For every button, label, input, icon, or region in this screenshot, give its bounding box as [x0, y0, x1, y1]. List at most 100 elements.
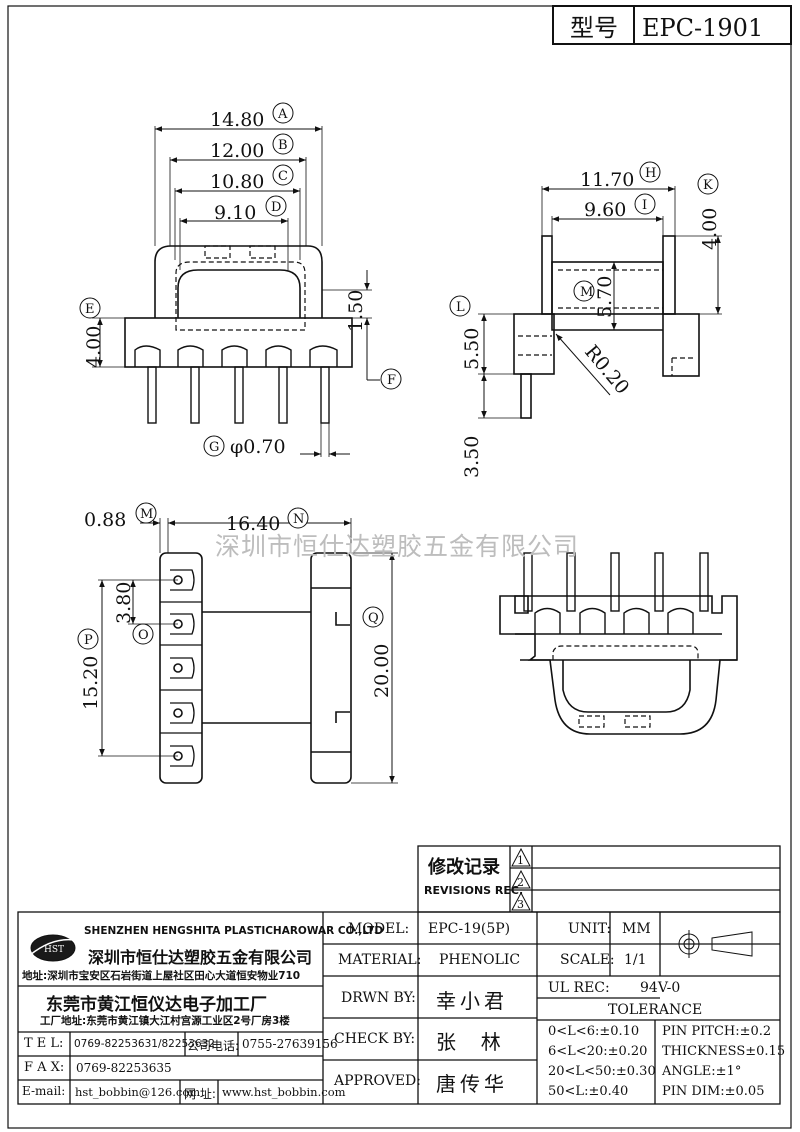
front-view-dims: 14.80 12.00 10.80 9.10 4.00 1.50 φ0.70	[83, 109, 367, 458]
marker-k: K	[697, 173, 719, 195]
rev-mark-1: 1	[517, 854, 524, 867]
dim-b: 12.00	[210, 140, 264, 162]
marker-j: M	[573, 280, 595, 302]
tolerance-label: TOLERANCE	[608, 1002, 703, 1018]
svg-text:O: O	[138, 628, 149, 643]
factory-address: 工厂地址:东莞市黄江镇大江村宫源工业区2号厂房3楼	[40, 1015, 290, 1027]
marker-l: L	[449, 295, 471, 317]
company-name-en: SHENZHEN HENGSHITA PLASTICHAROWAR CO.,LT…	[84, 925, 384, 937]
logo-text: HST	[44, 945, 64, 955]
email-label: E-mail:	[22, 1084, 66, 1098]
svg-text:D: D	[271, 200, 281, 215]
dim-f: 1.50	[345, 290, 367, 332]
dim-d: 9.10	[214, 202, 256, 224]
svg-text:B: B	[278, 138, 288, 153]
svg-text:P: P	[84, 633, 93, 648]
ul-label: UL REC:	[548, 980, 610, 996]
svg-text:Q: Q	[368, 611, 379, 626]
material-value: PHENOLIC	[439, 952, 521, 968]
dim-k: 4.00	[699, 208, 721, 250]
svg-text:F: F	[387, 373, 396, 388]
letter-markers: A B C D E F G H I M K L M N O P Q	[77, 102, 719, 650]
svg-text:M: M	[140, 507, 153, 522]
svg-text:M: M	[580, 285, 593, 300]
marker-h: H	[639, 161, 661, 183]
marker-p: P	[77, 628, 99, 650]
tolerance-row: 20<L<50:±0.30	[548, 1064, 656, 1079]
dim-m: 0.88	[84, 509, 126, 531]
revisions-title: 修改记录	[428, 857, 500, 878]
thickness: THICKNESS±0.15	[662, 1044, 786, 1059]
marker-b: B	[272, 133, 294, 155]
svg-text:E: E	[85, 302, 95, 317]
revision-marks: 1 2 3	[511, 847, 531, 911]
svg-text:L: L	[456, 300, 465, 315]
svg-text:I: I	[642, 198, 647, 213]
marker-d: D	[265, 195, 287, 217]
projection-symbol	[675, 930, 758, 958]
tolerance-row: 50<L:±0.40	[548, 1084, 629, 1099]
marker-c: C	[272, 164, 294, 186]
website-label: 网 址:	[184, 1087, 216, 1101]
marker-n: N	[287, 507, 309, 529]
pin-pitch: PIN PITCH:±0.2	[662, 1024, 772, 1039]
svg-text:N: N	[293, 512, 304, 527]
factory-name: 东莞市黄江恒仪达电子加工厂	[46, 995, 267, 1015]
dim-p: 15.20	[80, 656, 102, 710]
company-logo: HST	[29, 934, 81, 962]
rear-view	[499, 552, 738, 735]
marker-f: F	[380, 368, 402, 390]
check-label: CHECK BY:	[334, 1031, 416, 1047]
sheet-border	[7, 5, 792, 1129]
tel-label: T E L:	[24, 1036, 64, 1051]
svg-text:H: H	[645, 166, 656, 181]
dim-o: 3.80	[113, 582, 135, 624]
model-field-value: EPC-19(5P)	[428, 921, 511, 937]
watermark: 深圳市恒仕达塑胶五金有限公司	[215, 532, 580, 561]
website-value[interactable]: www.hst_bobbin.com	[222, 1085, 346, 1099]
dim-e: 4.00	[83, 326, 105, 368]
marker-q: Q	[362, 606, 384, 628]
material-label: MATERIAL:	[338, 952, 422, 968]
dim-n: 16.40	[226, 513, 280, 535]
unit-value: MM	[622, 921, 651, 937]
marker-m: M	[135, 502, 157, 524]
company-phone-value: 0755-27639156	[242, 1037, 338, 1051]
svg-text:K: K	[703, 178, 713, 193]
front-view	[92, 126, 380, 457]
title-block-grid	[17, 845, 781, 1105]
dim-h: 11.70	[580, 169, 634, 191]
rev-mark-3: 3	[517, 898, 524, 911]
svg-text:A: A	[277, 107, 288, 122]
unit-label: UNIT:	[568, 921, 612, 937]
tolerance-row: 6<L<20:±0.20	[548, 1044, 648, 1059]
header-model-box: 型号 EPC-1901	[552, 5, 792, 45]
approved-label: APPROVED:	[334, 1073, 421, 1089]
dim-j: 5.70	[594, 276, 616, 318]
approved-value: 唐传华	[436, 1072, 508, 1096]
drawn-label: DRWN BY:	[341, 990, 416, 1006]
email-value[interactable]: hst_bobbin@126.com	[75, 1085, 201, 1099]
revisions-subtitle: REVISIONS REC.	[424, 884, 524, 897]
marker-e: E	[79, 297, 101, 319]
model-value: EPC-1901	[642, 14, 763, 42]
company-address: 地址:深圳市宝安区石岩街道上屋社区田心大道恒安物业710	[22, 970, 301, 982]
drawn-value: 幸小君	[436, 989, 508, 1013]
dim-l2: 3.50	[461, 436, 483, 478]
svg-text:C: C	[278, 169, 288, 184]
dim-q: 20.00	[371, 644, 393, 698]
scale-label: SCALE:	[560, 952, 615, 968]
rev-mark-2: 2	[517, 876, 524, 889]
side-view	[478, 186, 722, 419]
marker-g: G	[203, 435, 225, 457]
marker-i: I	[634, 193, 656, 215]
scale-value: 1/1	[624, 952, 647, 968]
svg-text:G: G	[209, 440, 219, 455]
company-name-cn: 深圳市恒仕达塑胶五金有限公司	[88, 948, 313, 967]
dim-g: φ0.70	[230, 436, 286, 458]
marker-o: O	[132, 623, 154, 645]
pin-dim: PIN DIM:±0.05	[662, 1084, 765, 1099]
model-field-label: MODEL:	[348, 921, 410, 937]
